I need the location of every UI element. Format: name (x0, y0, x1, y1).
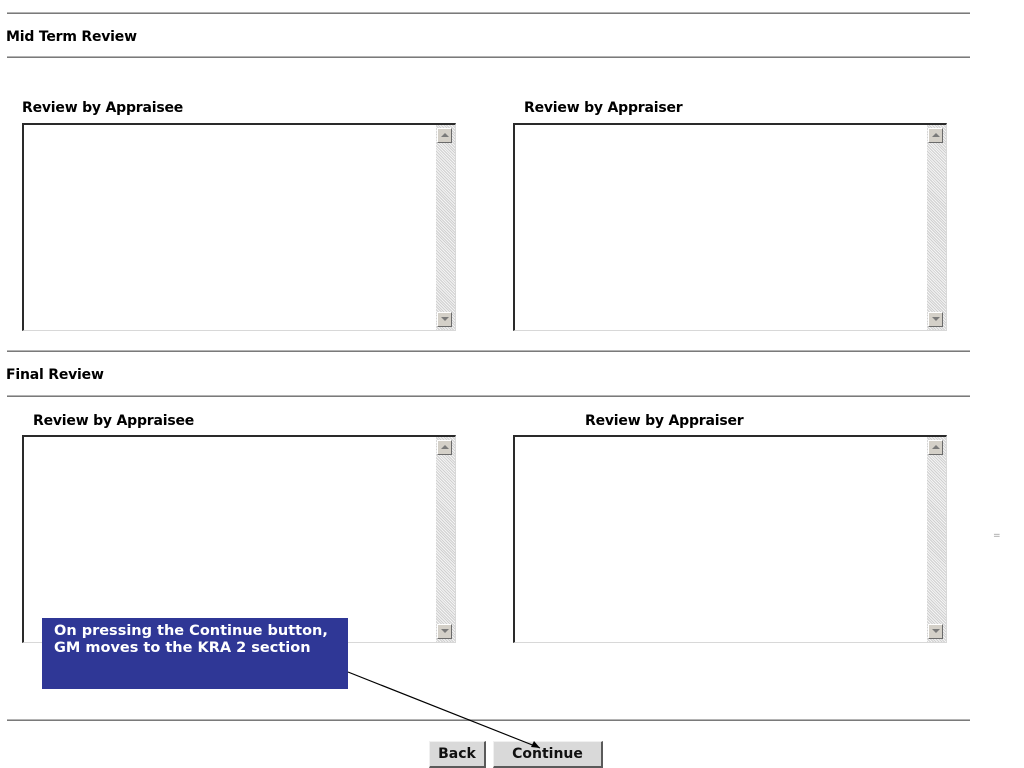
mid-term-review-title: Mid Term Review (6, 29, 137, 45)
mid-appraiser-textarea-box (513, 123, 947, 331)
continue-button[interactable]: Continue (493, 741, 603, 768)
scroll-down-arrow-icon[interactable] (928, 312, 943, 327)
scroll-up-arrow-icon[interactable] (928, 440, 943, 455)
final-appraiser-textarea[interactable] (515, 437, 925, 642)
mid-appraisee-textarea[interactable] (24, 125, 434, 330)
mid-appraisee-textarea-box (22, 123, 456, 331)
final-appraiser-scrollbar[interactable] (927, 437, 946, 642)
final-appraiser-label: Review by Appraiser (585, 413, 744, 429)
final-review-title: Final Review (6, 367, 104, 383)
mid-appraiser-scrollbar[interactable] (927, 125, 946, 330)
mid-appraisee-scrollbar[interactable] (436, 125, 455, 330)
mid-appraisee-label: Review by Appraisee (22, 100, 184, 116)
scroll-down-arrow-icon[interactable] (437, 312, 452, 327)
scroll-down-arrow-icon[interactable] (437, 624, 452, 639)
final-appraisee-textarea[interactable] (24, 437, 434, 642)
final-appraisee-textarea-box (22, 435, 456, 643)
scroll-down-arrow-icon[interactable] (928, 624, 943, 639)
mid-appraiser-label: Review by Appraiser (524, 100, 683, 116)
top-divider (7, 12, 970, 14)
scroll-up-arrow-icon[interactable] (437, 128, 452, 143)
mid-term-divider (7, 56, 970, 58)
final-review-bottom-divider (7, 719, 970, 721)
back-button[interactable]: Back (429, 741, 486, 768)
stray-mark: = (993, 531, 1001, 541)
annotation-callout: On pressing the Continue button, GM move… (42, 618, 348, 689)
final-appraisee-label: Review by Appraisee (33, 413, 195, 429)
final-review-divider (7, 395, 970, 397)
final-appraisee-scrollbar[interactable] (436, 437, 455, 642)
mid-appraiser-textarea[interactable] (515, 125, 925, 330)
mid-term-bottom-divider (7, 350, 970, 352)
scroll-up-arrow-icon[interactable] (437, 440, 452, 455)
final-appraiser-textarea-box (513, 435, 947, 643)
scroll-up-arrow-icon[interactable] (928, 128, 943, 143)
